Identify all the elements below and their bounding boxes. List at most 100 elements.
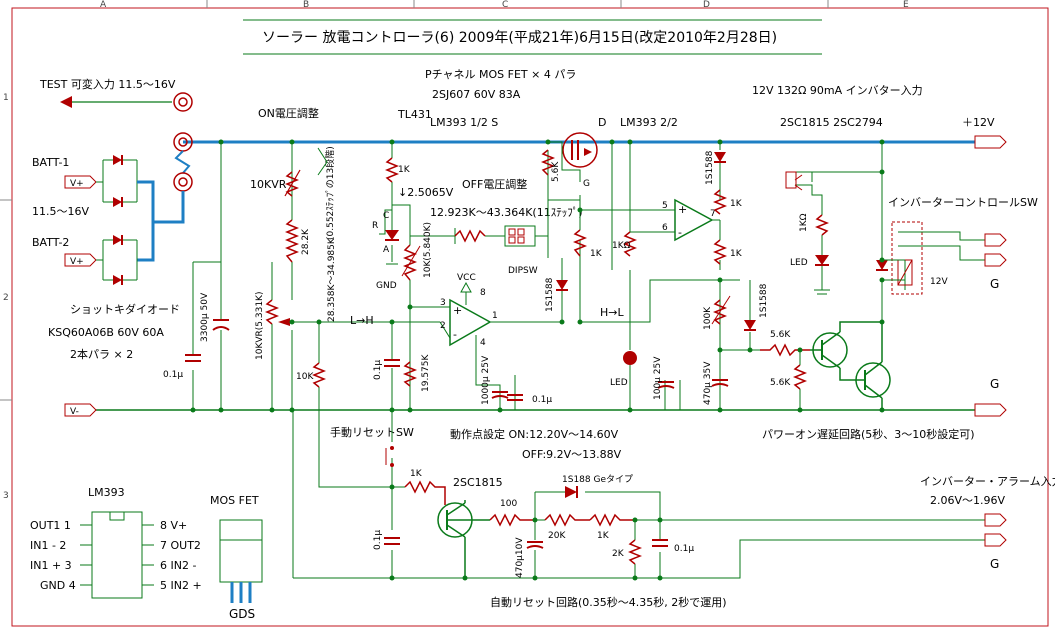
r10kvr-label: 10KVR bbox=[250, 178, 287, 191]
manual-reset-label: 手動リセットSW bbox=[330, 425, 414, 439]
gds-label: GDS bbox=[229, 607, 255, 621]
input-capacitors: 0.1μ 3300μ 50V bbox=[163, 142, 230, 410]
led-r-label: 1KΩ bbox=[799, 213, 809, 232]
r10kvr-5331-label: 10KVR(5.331K) bbox=[255, 292, 265, 360]
comp1-pin4: 4 bbox=[480, 338, 486, 348]
batt2-vplus: V+ bbox=[70, 257, 84, 267]
r1k-d1: 1K bbox=[730, 199, 743, 209]
power-bus bbox=[95, 140, 975, 411]
schottky-parallel: 2本パラ × 2 bbox=[70, 347, 133, 361]
lm393-pkg-label: LM393 bbox=[88, 486, 125, 499]
range-28k-label: 28.358K～34.985K bbox=[327, 237, 337, 322]
gate-label: G bbox=[583, 179, 590, 189]
lm393-pin-left-2: IN1 - 2 bbox=[30, 539, 66, 552]
sc1815-label: 2SC1815 bbox=[453, 476, 503, 489]
step-note: (0.552ｽﾃｯﾌﾟの13段階) bbox=[324, 146, 336, 240]
r1k-reset-2: 1K bbox=[597, 531, 610, 541]
ruler-col-a: A bbox=[100, 0, 107, 10]
lm393-pin-right-5: 5 IN2 + bbox=[160, 579, 202, 592]
r10k-5840-label: 10K(5.840K) bbox=[423, 222, 433, 278]
batt-range-label: 11.5～16V bbox=[32, 205, 89, 218]
comparator-2: LM393 2/2 + - 5 6 7 1KΩ LED H→L 100μ 25V bbox=[580, 116, 716, 410]
r20k-label: 20K bbox=[548, 531, 566, 541]
r1kohm-label: 1KΩ bbox=[612, 241, 631, 251]
junction-dots bbox=[190, 139, 885, 581]
inverter-control: ＋12V 1KΩ LED インバーターコントロールSW 12V G G bbox=[785, 116, 1038, 417]
v-minus-label: V- bbox=[70, 407, 79, 417]
tl431-label: TL431 bbox=[397, 108, 432, 121]
comp2-minus: - bbox=[678, 226, 682, 239]
r1k-reset-label: 1K bbox=[410, 469, 423, 479]
schematic-title: ソーラー 放電コントローラ(6) 2009年(平成21年)6月15日(改定201… bbox=[262, 30, 777, 46]
cap-470u-10-label: 470μ10V bbox=[515, 537, 525, 578]
tl431-gnd: GND bbox=[376, 281, 397, 291]
cap-01u-comp1: 0.1μ bbox=[532, 395, 552, 405]
d1s1588-delay: 1S1588 bbox=[759, 283, 769, 318]
fet-part-label: 2SJ607 60V 83A bbox=[432, 88, 521, 101]
comp1-pin8: 8 bbox=[480, 288, 486, 298]
cap-01u-auto: 0.1μ bbox=[674, 544, 694, 554]
ruler-row-3: 3 bbox=[3, 491, 9, 501]
mosfet-pkg-label: MOS FET bbox=[210, 494, 259, 507]
led-comp2-label: LED bbox=[610, 378, 628, 388]
comp2-pin5: 5 bbox=[662, 201, 668, 211]
on-voltage-divider: ON電圧調整 10KVR 28.2K (0.552ｽﾃｯﾌﾟの13段階) 10K… bbox=[250, 106, 440, 488]
test-input: TEST 可変入力 11.5～16V bbox=[39, 77, 193, 224]
mosfet-package: MOS FET GDS bbox=[210, 494, 263, 621]
comp2-plus: + bbox=[678, 203, 687, 216]
cap-01u-reset: 0.1μ bbox=[373, 530, 383, 550]
h-to-l-label: H→L bbox=[600, 306, 624, 319]
test-input-label: TEST 可変入力 11.5～16V bbox=[39, 77, 176, 91]
comp1-pin1: 1 bbox=[492, 311, 498, 321]
d1s1588-top: 1S1588 bbox=[705, 150, 715, 185]
tl431-r-pin: R bbox=[372, 221, 378, 231]
transistors-label: 2SC1815 2SC2794 bbox=[780, 116, 883, 129]
lm393-pinout: LM393 OUT1 1 IN1 - 2 IN1 + 3 GND 4 8 V+ … bbox=[30, 486, 202, 599]
l-to-h-label: L→H bbox=[350, 314, 374, 327]
lm393-pin-left-1: OUT1 1 bbox=[30, 519, 71, 532]
alarm-in-label: インバーター・アラーム入力 bbox=[920, 475, 1055, 488]
cap-01u-mid: 0.1μ bbox=[373, 360, 383, 380]
ruler-row-2: 2 bbox=[3, 293, 9, 303]
power-on-delay-label: パワーオン遅延回路(5秒、3～10秒設定可) bbox=[762, 427, 975, 441]
r1k-tl431-label: 1K bbox=[398, 165, 411, 175]
inverter-sw-label: インバーターコントロールSW bbox=[888, 196, 1038, 209]
r1k-fet-label: 1K bbox=[590, 249, 603, 259]
ref-voltage-label: ↓2.5065V bbox=[398, 186, 454, 199]
schottky-part: KSQ60A06B 60V 60A bbox=[48, 326, 164, 339]
d1s1588-comp1: 1S1588 bbox=[545, 277, 555, 312]
batt1-vplus: V+ bbox=[70, 179, 84, 189]
led-delay-label: LED bbox=[790, 258, 808, 268]
r56k-fet-label: 5.6K bbox=[551, 161, 561, 182]
d1s188-label: 1S188 Geタイプ bbox=[562, 474, 633, 485]
comp2-pin6: 6 bbox=[662, 223, 668, 233]
drain-label: D bbox=[598, 116, 606, 129]
tl431-a-pin: A bbox=[383, 245, 390, 255]
comp1-plus: + bbox=[453, 304, 462, 317]
relay-12v-label: 12V bbox=[930, 277, 948, 287]
lm393-pin-right-7: 7 OUT2 bbox=[160, 539, 201, 552]
auto-reset-label: 自動リセット回路(0.35秒～4.35秒, 2秒で運用) bbox=[490, 595, 727, 609]
vcc-label: VCC bbox=[457, 273, 476, 283]
comp1-pin3: 3 bbox=[440, 298, 446, 308]
lm393-pin-right-8: 8 V+ bbox=[160, 519, 187, 532]
batt2-label: BATT-2 bbox=[32, 236, 69, 249]
off-adjust-network: OFF電圧調整 12.923K～43.364K(11ｽﾃｯﾌﾟ) DIPSW 1… bbox=[373, 177, 583, 410]
inverter-in-label: 12V 132Ω 90mA インバター入力 bbox=[752, 84, 923, 97]
operating-point-label: 動作点設定 ON:12.20V～14.60V bbox=[450, 427, 619, 441]
dipsw-label: DIPSW bbox=[508, 266, 538, 276]
r2k-label: 2K bbox=[612, 549, 625, 559]
ruler-col-e: E bbox=[903, 0, 909, 10]
r10k-left-label: 10K bbox=[296, 372, 314, 382]
ruler-col-c: C bbox=[502, 0, 508, 10]
lm393-pin-left-4: GND 4 bbox=[40, 579, 76, 592]
plus12v-label: ＋12V bbox=[962, 116, 995, 129]
r56k-delay-2: 5.6K bbox=[770, 378, 791, 388]
g-label-bottom: G bbox=[990, 557, 999, 571]
comp2-pin7: 7 bbox=[710, 209, 716, 219]
power-on-delay: 12V 132Ω 90mA インバター入力 2SC1815 2SC2794 1S… bbox=[700, 84, 975, 441]
tl431-reference: TL431 1K R C A GND ↓2.5065V bbox=[372, 108, 454, 291]
comp1-minus: - bbox=[453, 328, 457, 341]
